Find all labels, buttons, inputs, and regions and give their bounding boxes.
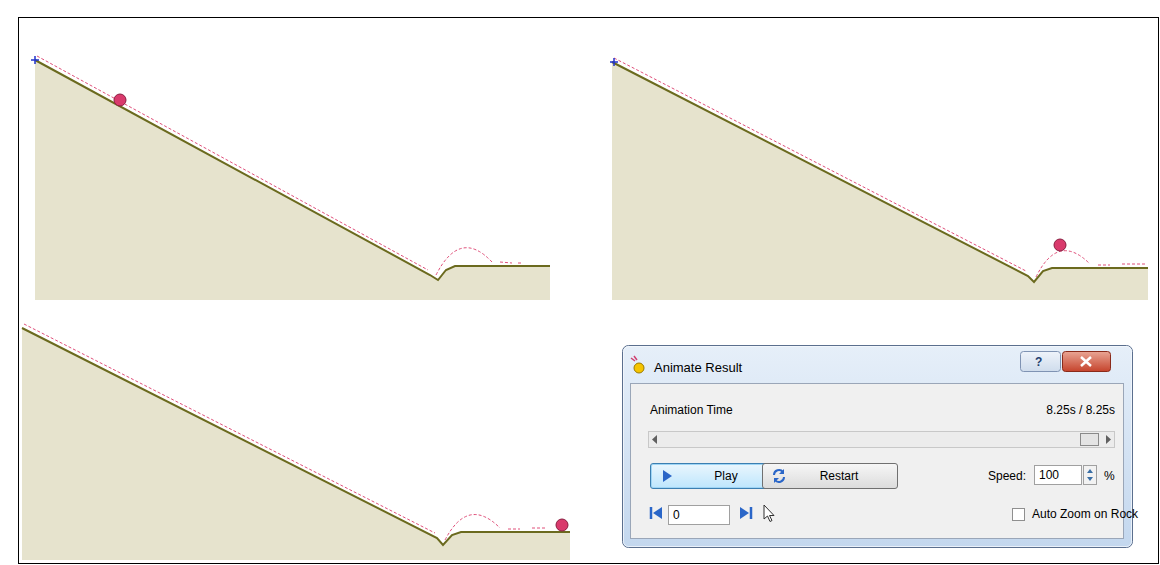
play-icon (659, 468, 675, 484)
speed-caption: Speed: (988, 469, 1026, 483)
dialog-window: PlayRestart1000Animate Result?Animation … (622, 345, 1133, 548)
close-button (1063, 352, 1111, 372)
close-icon (1081, 357, 1091, 366)
window-title: Animate Result (654, 360, 742, 375)
restart-button: Restart (762, 463, 898, 489)
app-icon (631, 356, 644, 373)
help-button (1021, 352, 1061, 372)
slope-panel (610, 58, 1148, 300)
speed-input: 100 (1034, 465, 1082, 485)
figure-frame (19, 18, 1159, 564)
help-glyph: ? (1035, 355, 1042, 369)
input-value: 100 (1035, 468, 1063, 482)
input-value: 0 (669, 508, 684, 522)
slope-panel (31, 56, 550, 300)
checkbox (1013, 509, 1025, 521)
time-slider (649, 432, 1115, 448)
restart-icon (771, 468, 787, 484)
frame-input: 0 (668, 505, 730, 525)
button-label: Restart (763, 469, 897, 483)
checkbox-caption: Auto Zoom on Rock (1032, 507, 1138, 521)
slope-panel (22, 324, 570, 560)
spinner (1084, 466, 1097, 485)
slider-caption: Animation Time (650, 403, 733, 417)
unit-percent: % (1104, 469, 1115, 483)
time-readout: 8.25s / 8.25s (1046, 403, 1115, 417)
